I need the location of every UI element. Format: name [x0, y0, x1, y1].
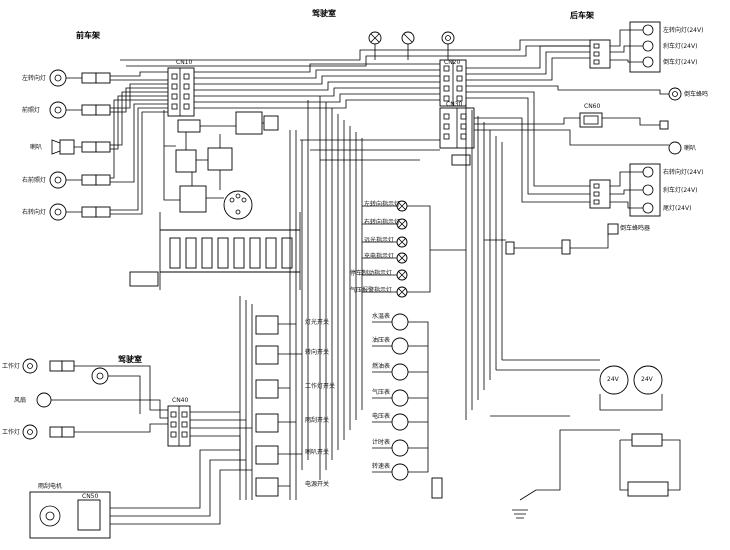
label-horn: 喇叭: [30, 144, 43, 151]
label-wiper-motor: 雨刮电机: [38, 483, 63, 490]
label-right-turn: 右转向灯: [22, 209, 47, 216]
label-indicator-4: 充电指示灯: [364, 253, 395, 260]
label-gauge-7: 转速表: [372, 463, 391, 470]
label-switch-2: 转向开关: [305, 349, 330, 356]
cn10-connector: [167, 67, 195, 117]
label-rear-right-turn: 右转向灯(24V): [663, 169, 704, 176]
label-work-light-2: 工作灯: [2, 429, 21, 436]
label-switch-5: 喇叭开关: [305, 449, 330, 456]
label-fan: 风扇: [14, 397, 27, 404]
cab-top-lamps: [368, 31, 455, 60]
rear-lamp-lower: [589, 163, 661, 217]
cn40-label: CN40: [172, 397, 189, 404]
switch-modules: [239, 296, 302, 500]
cn60-label: CN60: [584, 103, 601, 110]
cn10-label: CN10: [176, 59, 193, 66]
label-battery-2: 24V: [641, 376, 653, 383]
label-tail-lamp: 尾灯(24V): [663, 205, 692, 212]
trunk-lines: [289, 96, 503, 500]
label-rear-reverse: 倒车灯(24V): [663, 59, 698, 66]
cn40-connector: [167, 405, 252, 470]
label-rear-brake-2: 刹车灯(24V): [663, 187, 698, 194]
label-gauge-3: 燃油表: [372, 363, 391, 370]
front-lamp-group: [49, 69, 111, 221]
cn20-connector: [439, 59, 467, 107]
cn30-label: CN30: [446, 101, 463, 108]
rear-harness: [466, 45, 640, 203]
fuse-row: [129, 212, 301, 290]
label-switch-4: 雨刮开关: [305, 417, 330, 424]
label-rear-brake: 刹车灯(24V): [663, 43, 698, 50]
top-bus: [120, 39, 590, 109]
section-cab-lower: 驾驶室: [118, 355, 142, 364]
label-right-headlamp: 右前照灯: [22, 177, 47, 184]
label-indicator-6: 气压报警指示灯: [350, 287, 393, 294]
label-indicator-2: 右转向指示灯: [364, 219, 401, 226]
indicator-lamps: [362, 200, 466, 298]
label-left-turn: 左转向灯: [22, 75, 47, 82]
section-cab: 驾驶室: [312, 9, 336, 18]
gauges: [372, 313, 443, 499]
label-reverse-beep: 倒车蜂鸣: [684, 91, 709, 98]
rear-beeper-upper: [579, 87, 682, 155]
label-gauge-5: 电压表: [372, 413, 391, 420]
cn20-label: CN20: [444, 59, 461, 66]
label-indicator-1: 左转向指示灯: [364, 201, 401, 208]
rear-lamp-upper: [589, 21, 661, 73]
label-gauge-6: 计时表: [372, 439, 391, 446]
label-headlamp: 前照灯: [22, 107, 41, 114]
cn50-label: CN50: [82, 493, 99, 500]
label-gauge-2: 油压表: [372, 337, 391, 344]
label-switch-6: 电源开关: [305, 481, 330, 488]
label-rear-left-turn: 左转向灯(24V): [663, 27, 704, 34]
wiper-motor: [29, 449, 252, 539]
label-indicator-3: 远光指示灯: [364, 237, 395, 244]
label-rear-horn: 喇叭: [684, 145, 697, 152]
label-switch-3: 工作灯开关: [305, 383, 336, 390]
label-gauge-4: 气压表: [372, 389, 391, 396]
front-harness: [66, 71, 168, 215]
relay-block: [163, 110, 279, 220]
label-work-light-1: 工作灯: [2, 363, 21, 370]
work-lamps: [22, 358, 168, 440]
label-gauge-1: 水温表: [372, 313, 391, 320]
label-battery-1: 24V: [607, 376, 619, 383]
section-rear-frame: 后车架: [570, 11, 594, 20]
label-reverse-buzzer: 倒车蜂鸣器: [620, 225, 651, 232]
battery-block: [484, 223, 681, 519]
label-indicator-5: 停车制动指示灯: [350, 270, 393, 277]
cn30-connector: [439, 107, 475, 166]
label-switch-1: 灯光开关: [305, 319, 330, 326]
section-front-frame: 前车架: [76, 31, 100, 40]
